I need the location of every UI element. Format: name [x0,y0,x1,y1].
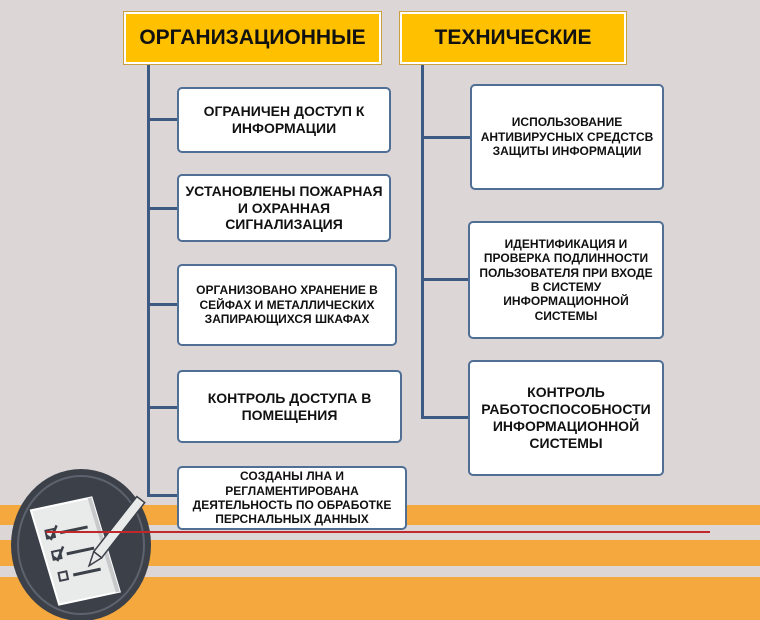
box-org-4: КОНТРОЛЬ ДОСТУПА В ПОМЕЩЕНИЯ [177,370,402,443]
connector-right-1 [421,136,470,139]
connector-left-trunk [147,64,150,496]
box-tech-2: ИДЕНТИФИКАЦИЯ И ПРОВЕРКА ПОДЛИННОСТИ ПОЛ… [468,221,664,339]
box-org-5: СОЗДАНЫ ЛНА И РЕГЛАМЕНТИРОВАНА ДЕЯТЕЛЬНО… [177,466,407,530]
box-org-1: ОГРАНИЧЕН ДОСТУП К ИНФОРМАЦИИ [177,87,391,153]
header-technical: ТЕХНИЧЕСКИЕ [400,12,626,64]
box-org-2: УСТАНОВЛЕНЫ ПОЖАРНАЯ И ОХРАННАЯ СИГНАЛИЗ… [177,174,391,242]
connector-right-trunk [421,64,424,419]
connector-left-1 [147,118,177,121]
accent-line [46,531,710,533]
box-org-3: ОРГАНИЗОВАНО ХРАНЕНИЕ В СЕЙФАХ И МЕТАЛЛИ… [177,264,397,346]
connector-left-2 [147,207,177,210]
connector-right-3 [421,416,470,419]
box-tech-3: КОНТРОЛЬ РАБОТОСПОСОБНОСТИ ИНФОРМАЦИОННО… [468,360,664,476]
connector-left-3 [147,303,177,306]
header-organizational: ОРГАНИЗАЦИОННЫЕ [124,12,381,64]
connector-left-5 [147,494,177,497]
connector-left-4 [147,406,177,409]
document-checklist-pen-icon [11,469,151,620]
box-tech-1: ИСПОЛЬЗОВАНИЕ АНТИВИРУСНЫХ СРЕДСТСВ ЗАЩИ… [470,84,664,190]
connector-right-2 [421,278,470,281]
